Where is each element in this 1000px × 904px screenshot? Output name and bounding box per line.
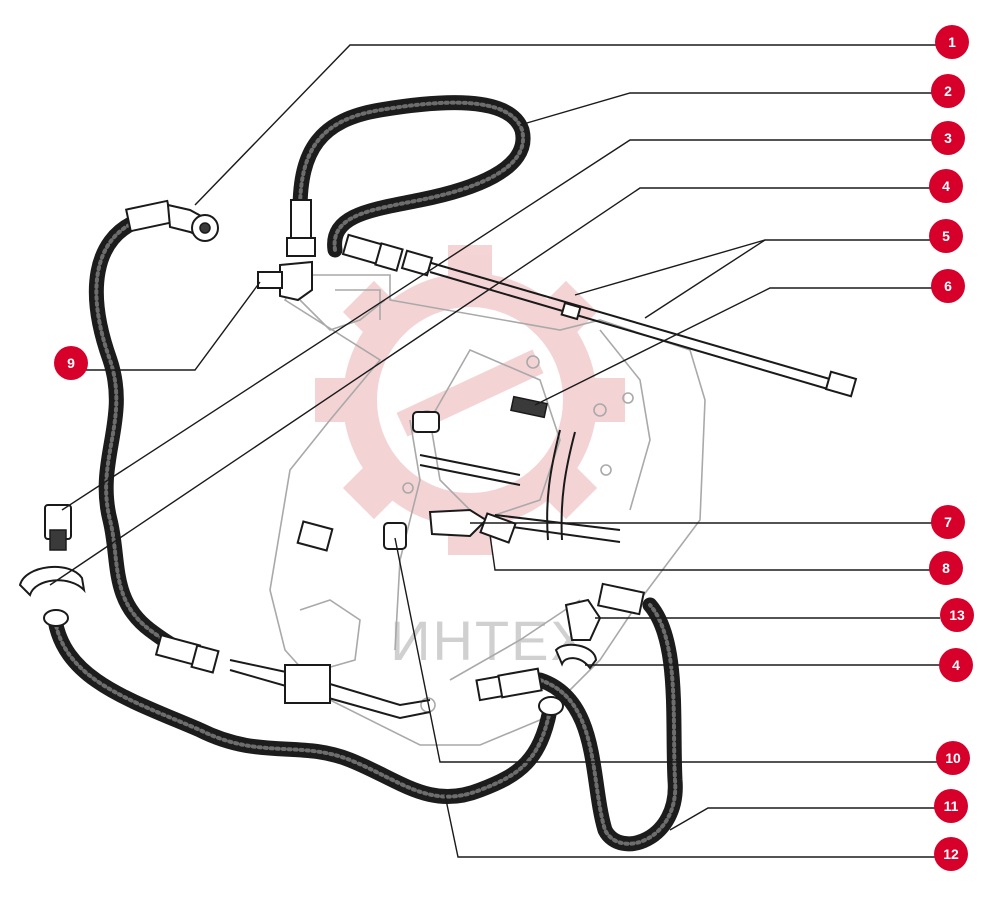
leader-5b (644, 239, 766, 319)
hose-1-ferrule (124, 199, 174, 233)
plug-fitting-left (296, 520, 334, 552)
callout-label: 3 (944, 130, 952, 146)
callout-label: 7 (944, 514, 952, 530)
callout-3: 3 (931, 121, 965, 155)
callout-label: 5 (942, 228, 950, 244)
callout-label: 2 (944, 83, 952, 99)
callout-2: 2 (931, 74, 965, 108)
flexible-hoses (47, 95, 683, 852)
callout-5: 5 (929, 219, 963, 253)
clamp-4-left (18, 565, 86, 597)
callout-1: 1 (935, 25, 969, 59)
callout-7: 7 (931, 505, 965, 539)
callout-4a: 4 (929, 169, 963, 203)
callout-label: 10 (945, 750, 961, 766)
callout-8: 8 (929, 551, 963, 585)
leader-4a (49, 187, 940, 586)
callout-label: 9 (67, 355, 75, 371)
pipe-5-union (560, 301, 582, 321)
callout-label: 4 (952, 657, 960, 673)
pipe-5-start-nut (400, 249, 434, 277)
callout-label: 4 (942, 178, 950, 194)
leader-5a (574, 239, 940, 296)
hose-11-ferrule-left (497, 667, 543, 699)
callout-4b: 4 (939, 648, 973, 682)
plug-fitting-center (383, 522, 407, 550)
leader-11 (669, 807, 940, 831)
fitting-13-elbow (564, 598, 602, 641)
watermark-logo (315, 245, 625, 555)
leader-2 (519, 92, 940, 126)
fittings (18, 199, 646, 716)
callout-label: 11 (944, 798, 959, 814)
callout-badges: 1 2 3 4 5 6 7 8 13 4 10 11 12 9 (54, 25, 974, 871)
gearbox-housing (269, 274, 706, 746)
fitting-9-thread (257, 271, 283, 289)
leader-1 (194, 44, 940, 206)
pipe-5-end-nut (824, 370, 858, 398)
fitting-7-tee (428, 508, 488, 538)
plug-fitting-top (412, 411, 440, 433)
leader-8 (489, 534, 940, 571)
rigid-pipes (229, 249, 858, 720)
callout-label: 6 (944, 278, 952, 294)
callout-12: 12 (934, 837, 968, 871)
pipe-bracket-block (284, 664, 331, 704)
hose-1-nut-bottom (190, 644, 220, 674)
hose-2-nut-top (286, 237, 316, 257)
leader-3 (61, 139, 940, 511)
callout-9: 9 (54, 346, 88, 380)
callout-label: 8 (942, 560, 950, 576)
callout-label: 13 (949, 607, 965, 623)
watermark-text: ИНТЕХ (390, 609, 590, 672)
leader-12 (444, 794, 940, 858)
hose-2-nut-end (374, 242, 404, 272)
clamp-4-right (554, 643, 598, 670)
callout-13: 13 (940, 598, 974, 632)
hose-12-open-end-right (538, 696, 564, 716)
callout-11: 11 (934, 789, 968, 823)
leader-6 (534, 287, 940, 406)
callout-6: 6 (931, 269, 965, 303)
fitting-9-elbow (279, 260, 313, 302)
fitting-6 (510, 395, 548, 419)
callout-10: 10 (936, 741, 970, 775)
hose-2-ferrule-top (290, 199, 312, 241)
callout-label: 1 (948, 34, 956, 50)
callout-label: 12 (943, 846, 959, 862)
hose-12-open-end (43, 609, 69, 627)
leader-10 (394, 537, 940, 763)
leader-lines (49, 44, 940, 858)
leader-9 (80, 281, 261, 371)
hose-11-ferrule-top (596, 582, 646, 616)
